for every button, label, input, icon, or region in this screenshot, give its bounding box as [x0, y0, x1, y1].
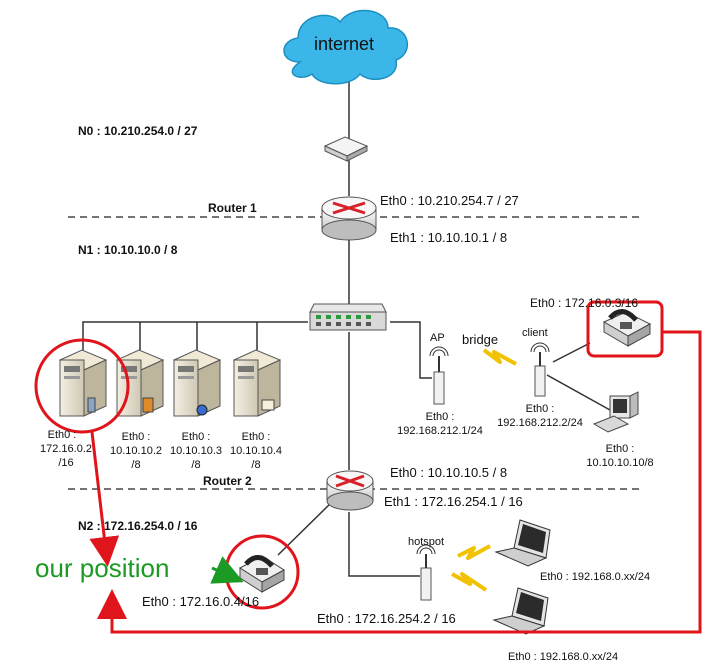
ap-eth-line1: Eth0 :	[425, 411, 455, 423]
server-1-icon	[58, 349, 108, 417]
network-n0-label: N0 : 10.210.254.0 / 27	[78, 124, 198, 138]
server-2-eth-line1: Eth0 :	[121, 431, 151, 443]
server-1-eth-line3: /16	[58, 457, 74, 469]
server-4-icon	[232, 349, 282, 417]
internet-cloud	[283, 9, 409, 85]
router-1-eth1: Eth1 : 10.10.10.1 / 8	[390, 230, 508, 245]
our-position-annotation: our position	[35, 553, 170, 583]
router-2-label: Router 2	[203, 474, 252, 488]
server-4-eth-line3: /8	[251, 459, 261, 471]
connector-red-path	[97, 330, 702, 634]
hotspot-label: hotspot	[408, 536, 445, 548]
server-3-eth-line3: /8	[191, 459, 201, 471]
computer-eth-line2: 10.10.10.10/8	[586, 457, 654, 469]
highlight-server-circle	[34, 338, 130, 434]
network-n1-label: N1 : 10.10.10.0 / 8	[78, 243, 178, 257]
ap-label: AP	[430, 332, 445, 344]
server-2-eth-line3: /8	[131, 459, 141, 471]
router-1-label: Router 1	[208, 201, 257, 215]
modem-icon	[323, 136, 369, 162]
router-1-icon	[321, 196, 377, 241]
client-eth-line2: 192.168.212.2/24	[497, 417, 583, 429]
server-3-icon	[172, 349, 222, 417]
laptop-1-eth: Eth0 : 192.168.0.xx/24	[540, 571, 651, 583]
wireless-bridge-icon	[482, 348, 517, 366]
hotspot-antenna-icon	[416, 544, 436, 601]
bridge-label: bridge	[462, 332, 499, 347]
highlight-phone-top-box	[586, 300, 664, 358]
client-eth-line1: Eth0 :	[525, 403, 555, 415]
switch-icon	[309, 303, 387, 331]
server-1-eth-line2: 172.16.0.2	[40, 443, 92, 455]
hotspot-eth: Eth0 : 172.16.254.2 / 16	[317, 611, 456, 626]
server-2-eth-line2: 10.10.10.2	[110, 445, 162, 457]
wireless-hotspot-lower-icon	[451, 572, 488, 592]
server-3-eth-line1: Eth0 :	[181, 431, 211, 443]
router-1-eth0: Eth0 : 10.210.254.7 / 27	[380, 193, 519, 208]
server-4-eth-line1: Eth0 :	[241, 431, 271, 443]
desktop-computer-icon	[592, 391, 639, 433]
computer-eth-line1: Eth0 :	[605, 443, 635, 455]
ip-phone-bottom-icon	[239, 555, 285, 593]
ip-phone-top-icon	[602, 309, 652, 347]
ap-antenna-icon	[429, 346, 449, 405]
ap-eth-line2: 192.168.212.1/24	[397, 425, 483, 437]
phone-bottom-eth: Eth0 : 172.16.0.4/16	[142, 594, 260, 609]
laptop-1-icon	[494, 519, 551, 567]
server-4-eth-line2: 10.10.10.4	[230, 445, 282, 457]
internet-label: internet	[313, 34, 375, 54]
wireless-hotspot-upper-icon	[457, 544, 491, 560]
laptop-2-icon	[492, 587, 549, 635]
client-label: client	[522, 327, 548, 339]
laptop-2-eth: Eth0 : 192.168.0.xx/24	[508, 651, 619, 663]
phone-top-eth: Eth0 : 172.16.0.3/16	[530, 296, 639, 310]
router-2-icon	[326, 470, 374, 511]
network-n2-label: N2 : 172.16.254.0 / 16	[78, 519, 198, 533]
router-2-eth0: Eth0 : 10.10.10.5 / 8	[390, 465, 508, 480]
router-2-eth1: Eth1 : 172.16.254.1 / 16	[384, 494, 523, 509]
server-1-eth-line1: Eth0 :	[47, 429, 77, 441]
server-3-eth-line2: 10.10.10.3	[170, 445, 222, 457]
red-highlights	[34, 300, 702, 634]
client-antenna-icon	[530, 342, 550, 397]
green-arrow-pointer	[210, 556, 244, 584]
